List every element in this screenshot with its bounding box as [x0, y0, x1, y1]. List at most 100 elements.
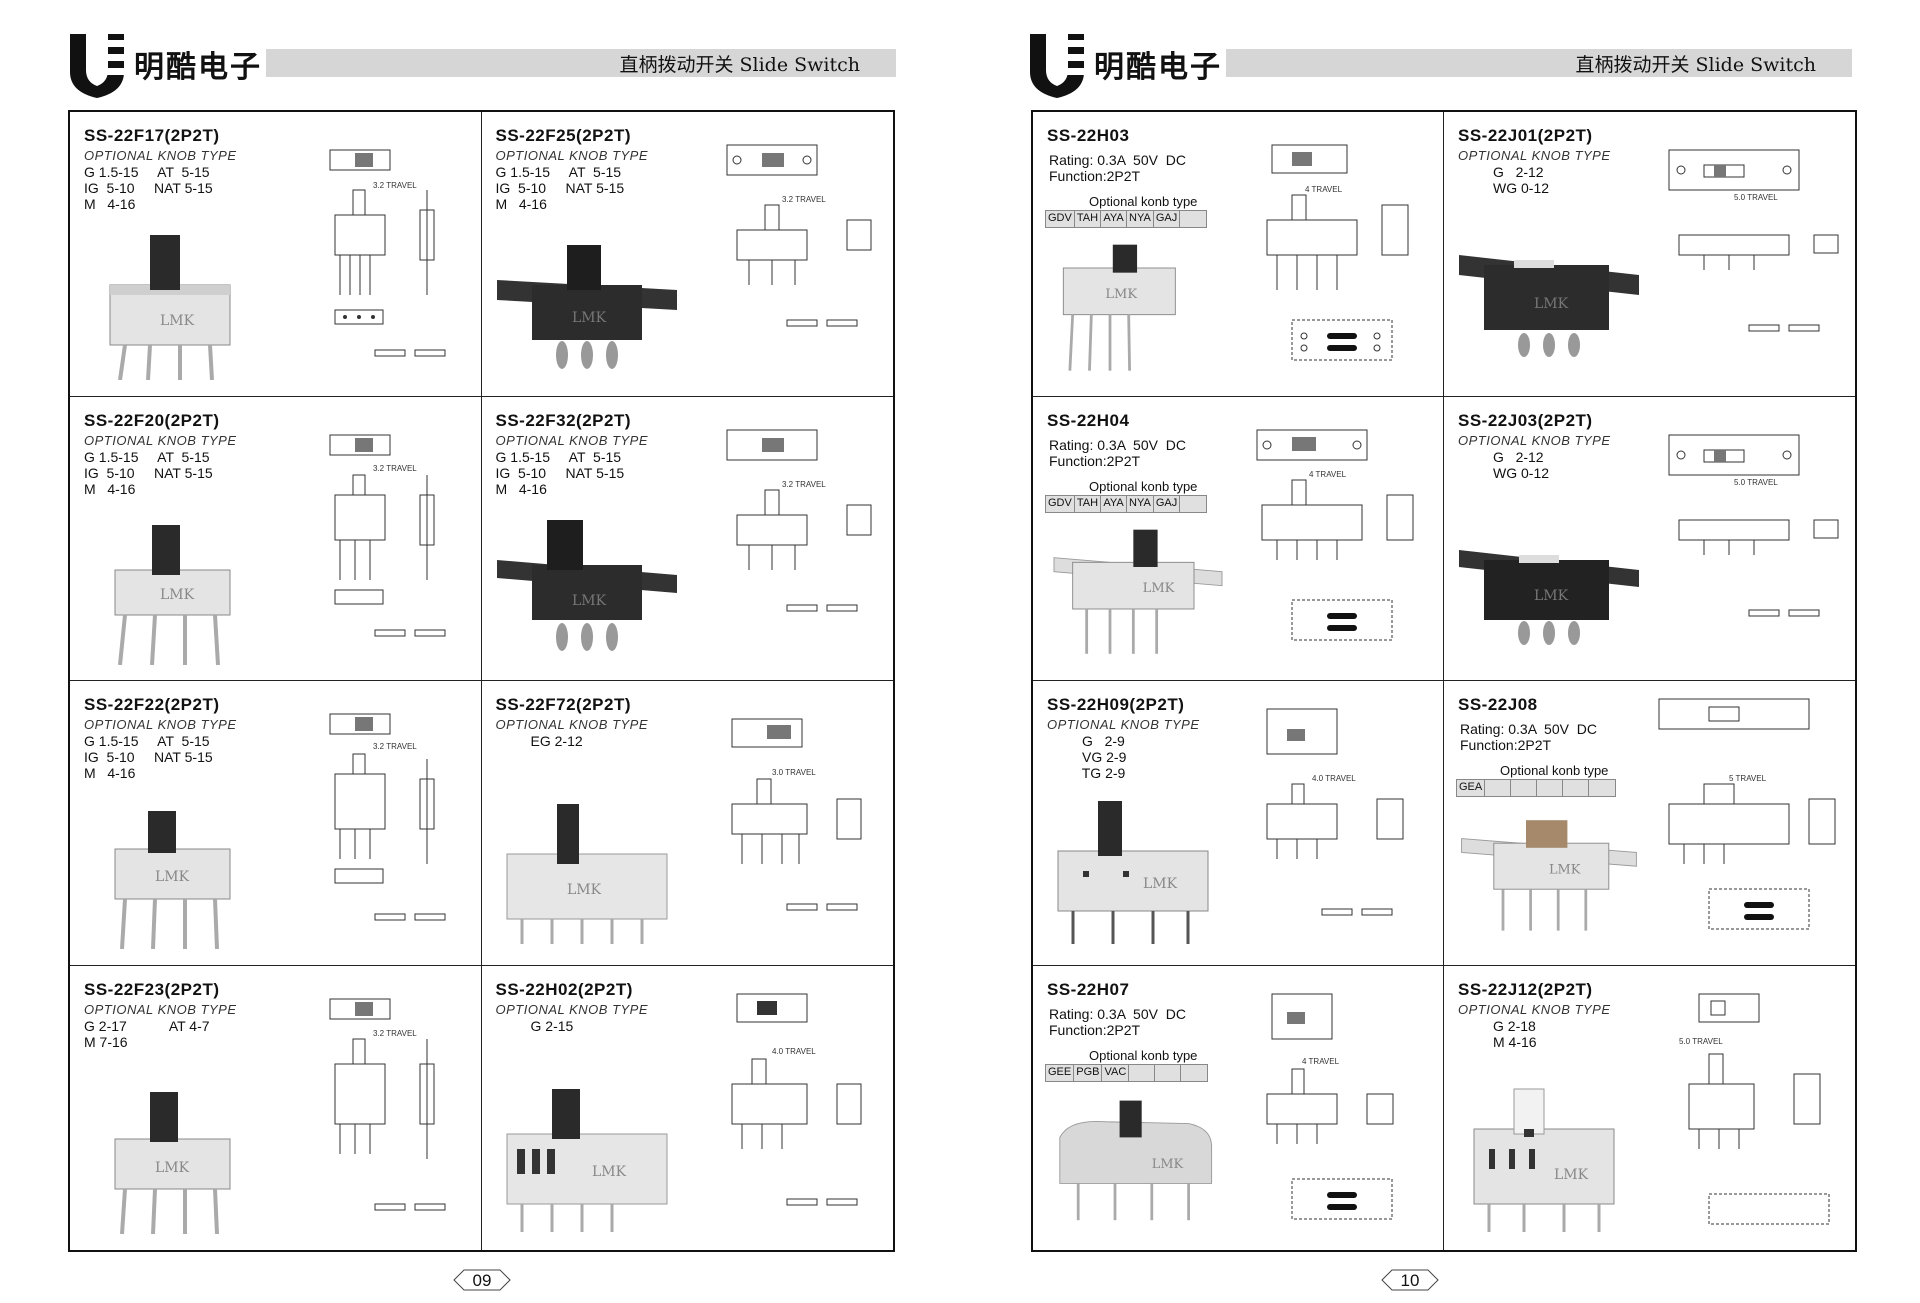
knob-option: GAJ — [1153, 211, 1181, 227]
product-name: SS-22H09(2P2T) — [1047, 695, 1185, 714]
rating-text: Rating: 0.3A 50V DC Function:2P2T — [1049, 152, 1186, 184]
knob-type-label: OPTIONAL KNOB TYPE — [495, 717, 649, 732]
page-number: 09 — [452, 1268, 512, 1292]
knob-type-title: Optional konb type — [1089, 194, 1198, 209]
knob-type-title: Optional konb type — [1089, 1047, 1198, 1063]
dimension-drawing: 3.2 TRAVEL — [329, 713, 445, 921]
product-cell: SS-22H03 Rating: 0.3A 50V DC Function:2P… — [1033, 112, 1444, 397]
product-name: SS-22F20(2P2T) — [84, 410, 220, 430]
knob-option: GAJ — [1153, 495, 1181, 512]
knob-specs: G 2-18 M 4-16 — [1493, 1017, 1537, 1050]
product-cell: SS-22F72(2P2T) OPTIONAL KNOB TYPE EG 2-1… — [481, 681, 893, 966]
svg-text:5 TRAVEL: 5 TRAVEL — [1729, 774, 1767, 783]
rating-text: Rating: 0.3A 50V DC Function:2P2T — [1460, 721, 1597, 753]
switch-photo: LMK — [1057, 801, 1209, 944]
knob-option: VAC — [1102, 1064, 1130, 1081]
product-name: SS-22J12(2P2T) — [1458, 979, 1593, 999]
product-name: SS-22H07 — [1047, 979, 1130, 999]
knob-specs: G 1.5-15 AT 5-15 IG 5-10 NAT 5-15 M 4-16 — [84, 733, 213, 781]
knob-specs: G 2-12 WG 0-12 — [1493, 164, 1550, 196]
product-name: SS-22F32(2P2T) — [495, 410, 631, 430]
svg-text:LMK: LMK — [592, 1164, 627, 1180]
svg-text:3.2 TRAVEL: 3.2 TRAVEL — [373, 1029, 417, 1038]
knob-specs: G 1.5-15 AT 5-15 IG 5-10 NAT 5-15 M 4-16 — [84, 448, 213, 497]
switch-photo: LMK — [1459, 255, 1639, 357]
svg-text:LMK: LMK — [155, 1160, 190, 1176]
product-grid: SS-22H03 Rating: 0.3A 50V DC Function:2P… — [1031, 110, 1857, 1252]
product-cell: SS-22J01(2P2T) OPTIONAL KNOB TYPE G 2-12… — [1444, 112, 1855, 397]
product-name: SS-22F22(2P2T) — [84, 695, 220, 714]
knob-specs: G 2-12 WG 0-12 — [1493, 448, 1550, 481]
dimension-drawing: 5.0 TRAVEL — [1679, 993, 1830, 1224]
product-cell: SS-22F20(2P2T) OPTIONAL KNOB TYPE G 1.5-… — [70, 396, 482, 681]
knob-type-label: OPTIONAL KNOB TYPE — [1458, 148, 1611, 163]
product-cell: SS-22H04 Rating: 0.3A 50V DC Function:2P… — [1033, 396, 1444, 681]
dimension-drawing: 3.2 TRAVEL — [329, 998, 445, 1210]
page-title: 直柄拨动开关 Slide Switch — [619, 54, 860, 76]
svg-text:5.0 TRAVEL: 5.0 TRAVEL — [1734, 193, 1778, 202]
product-name: SS-22F25(2P2T) — [495, 126, 631, 145]
dimension-drawing: 3.2 TRAVEL — [726, 429, 872, 611]
knob-specs: G 2-17 AT 4-7 M 7-16 — [84, 1017, 210, 1050]
product-name: SS-22F72(2P2T) — [495, 695, 631, 714]
knob-option: GDV — [1046, 211, 1075, 227]
knob-specs: G 1.5-15 AT 5-15 IG 5-10 NAT 5-15 M 4-16 — [495, 164, 625, 212]
knob-option — [1155, 1064, 1182, 1081]
knob-type-title: Optional konb type — [1500, 763, 1609, 778]
knob-option — [1511, 780, 1538, 796]
knob-option — [1485, 780, 1512, 796]
product-cell: SS-22F32(2P2T) OPTIONAL KNOB TYPE G 1.5-… — [481, 397, 893, 681]
knob-type-table: GEA — [1456, 779, 1617, 797]
product-grid: SS-22F17(2P2T) OPTIONAL KNOB TYPE G 1.5-… — [68, 110, 895, 1252]
knob-option: GEE — [1046, 1064, 1075, 1081]
knob-specs: G 1.5-15 AT 5-15 IG 5-10 NAT 5-15 M 4-16 — [84, 164, 213, 212]
knob-type-table: GDV TAH AYA NYA GAJ — [1045, 210, 1208, 228]
knob-type-table: GEE PGB VAC — [1045, 1063, 1209, 1082]
knob-option — [1129, 1064, 1156, 1081]
switch-photo: LMK — [1062, 244, 1176, 371]
switch-photo: LMK — [109, 235, 231, 380]
knob-specs: EG 2-12 — [495, 733, 583, 749]
product-cell: SS-22F25(2P2T) OPTIONAL KNOB TYPE G 1.5-… — [481, 112, 893, 397]
knob-specs: G 2-15 — [495, 1017, 574, 1034]
product-cell: SS-22F17(2P2T) OPTIONAL KNOB TYPE G 1.5-… — [70, 112, 482, 397]
photo-brand-label: LMK — [160, 313, 195, 329]
svg-text:4.0 TRAVEL: 4.0 TRAVEL — [1312, 774, 1356, 783]
knob-specs: G 2-9 VG 2-9 TG 2-9 — [1081, 733, 1127, 781]
product-cell: SS-22H09(2P2T) OPTIONAL KNOB TYPE G 2-9 … — [1033, 681, 1444, 966]
dimension-drawing: 4.0 TRAVEL — [731, 993, 862, 1205]
svg-text:LMK: LMK — [1152, 1156, 1184, 1171]
switch-photo: LMK — [1461, 820, 1637, 931]
page-title: 直柄拨动开关 Slide Switch — [1575, 54, 1816, 76]
switch-photo: LMK — [1473, 1088, 1615, 1232]
product-cell: SS-22F23(2P2T) OPTIONAL KNOB TYPE G 2-17… — [70, 965, 482, 1250]
brand-name: 明酷电子 — [134, 50, 262, 85]
product-name: SS-22J01(2P2T) — [1458, 126, 1593, 145]
knob-type-title: Optional konb type — [1089, 478, 1198, 494]
brand-logo-icon — [1030, 34, 1084, 98]
switch-photo: LMK — [1059, 1100, 1213, 1220]
page-number: 10 — [1380, 1268, 1440, 1292]
svg-text:4 TRAVEL: 4 TRAVEL — [1309, 470, 1347, 479]
svg-text:LMK: LMK — [1549, 863, 1581, 878]
dimension-drawing: 3.2 TRAVEL — [329, 434, 445, 636]
svg-text:LMK: LMK — [572, 310, 607, 326]
svg-text:4 TRAVEL: 4 TRAVEL — [1305, 185, 1343, 194]
knob-option: TAH — [1074, 495, 1102, 512]
dimension-drawing: 3.0 TRAVEL — [731, 718, 862, 911]
knob-option: TAH — [1074, 211, 1102, 227]
knob-option — [1180, 211, 1207, 227]
svg-text:3.2 TRAVEL: 3.2 TRAVEL — [373, 464, 417, 473]
page-number-frame-icon — [1381, 1269, 1439, 1291]
product-cell: SS-22H02(2P2T) OPTIONAL KNOB TYPE G 2-15… — [482, 966, 894, 1251]
knob-type-label: OPTIONAL KNOB TYPE — [84, 432, 237, 448]
title-bar: 直柄拨动开关 Slide Switch — [266, 49, 896, 77]
knob-option — [1180, 495, 1207, 512]
dimension-drawing: 4 TRAVEL — [1266, 144, 1409, 361]
switch-photo: LMK — [114, 811, 231, 949]
svg-text:3.0 TRAVEL: 3.0 TRAVEL — [772, 768, 816, 777]
product-name: SS-22F17(2P2T) — [84, 126, 220, 145]
product-cell: SS-22H07 Rating: 0.3A 50V DC Function:2P… — [1033, 965, 1444, 1250]
knob-type-label: OPTIONAL KNOB TYPE — [495, 432, 649, 448]
product-name: SS-22H04 — [1047, 410, 1130, 430]
